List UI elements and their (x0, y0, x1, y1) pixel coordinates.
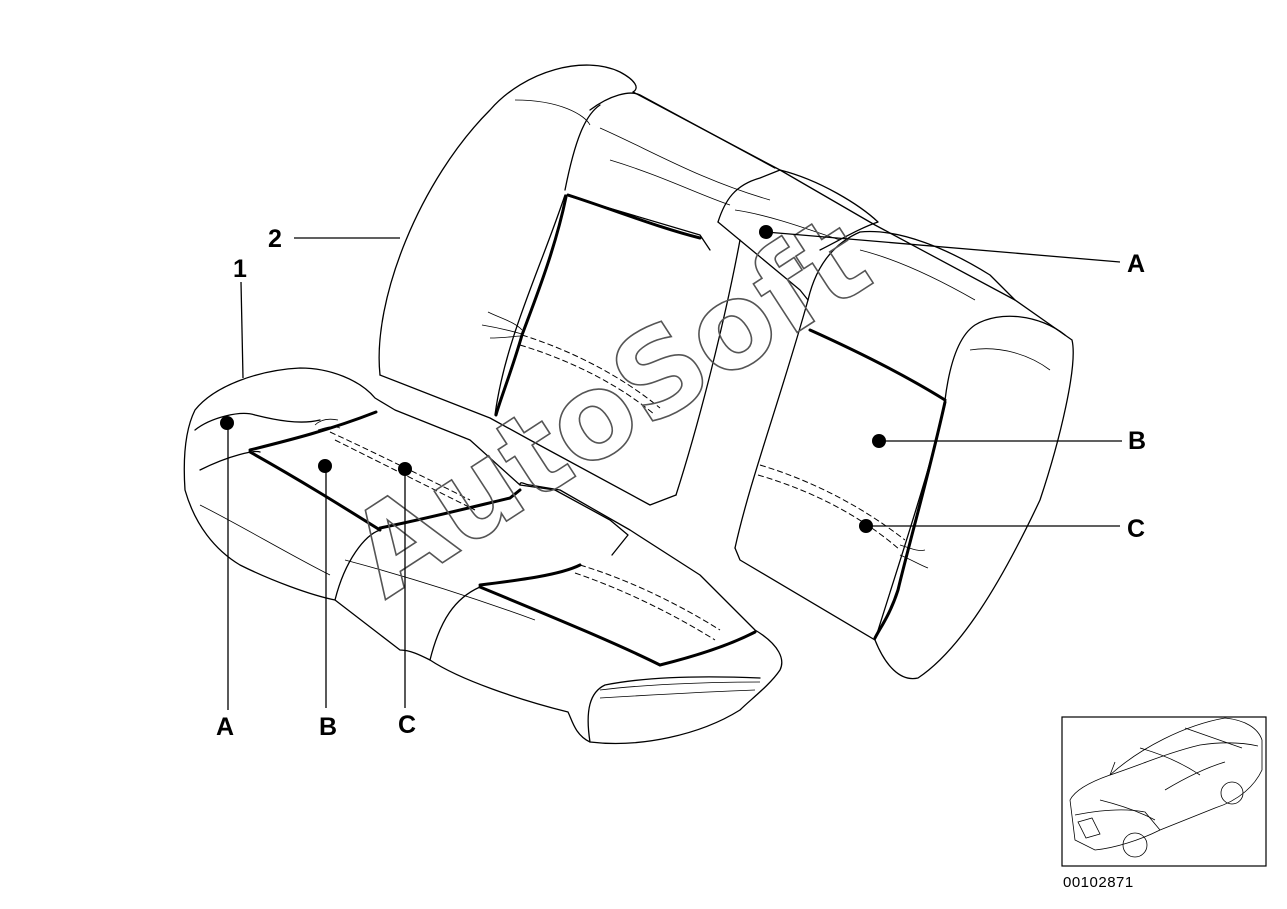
marker-cushion-b (318, 459, 332, 473)
label-cushion-c: C (398, 711, 416, 739)
label-part-2: 2 (268, 225, 282, 253)
callouts: 1 2 A B C A B C (216, 225, 1146, 741)
label-backrest-a: A (1127, 250, 1145, 278)
leader-backrest-a (765, 231, 1121, 263)
label-cushion-b: B (319, 713, 337, 741)
car-icon (1069, 717, 1263, 858)
backrest (378, 64, 1074, 680)
watermark: AutoSoft (325, 188, 892, 623)
label-backrest-c: C (1127, 515, 1145, 543)
vehicle-thumbnail (1061, 716, 1267, 867)
label-cushion-a: A (216, 713, 234, 741)
part-number: 00102871 (1063, 874, 1134, 891)
cushion (183, 367, 783, 745)
marker-cushion-a (220, 416, 234, 430)
marker-cushion-c (398, 462, 412, 476)
label-backrest-b: B (1128, 427, 1146, 455)
label-part-1: 1 (233, 255, 247, 283)
leader-part-1 (240, 281, 244, 379)
